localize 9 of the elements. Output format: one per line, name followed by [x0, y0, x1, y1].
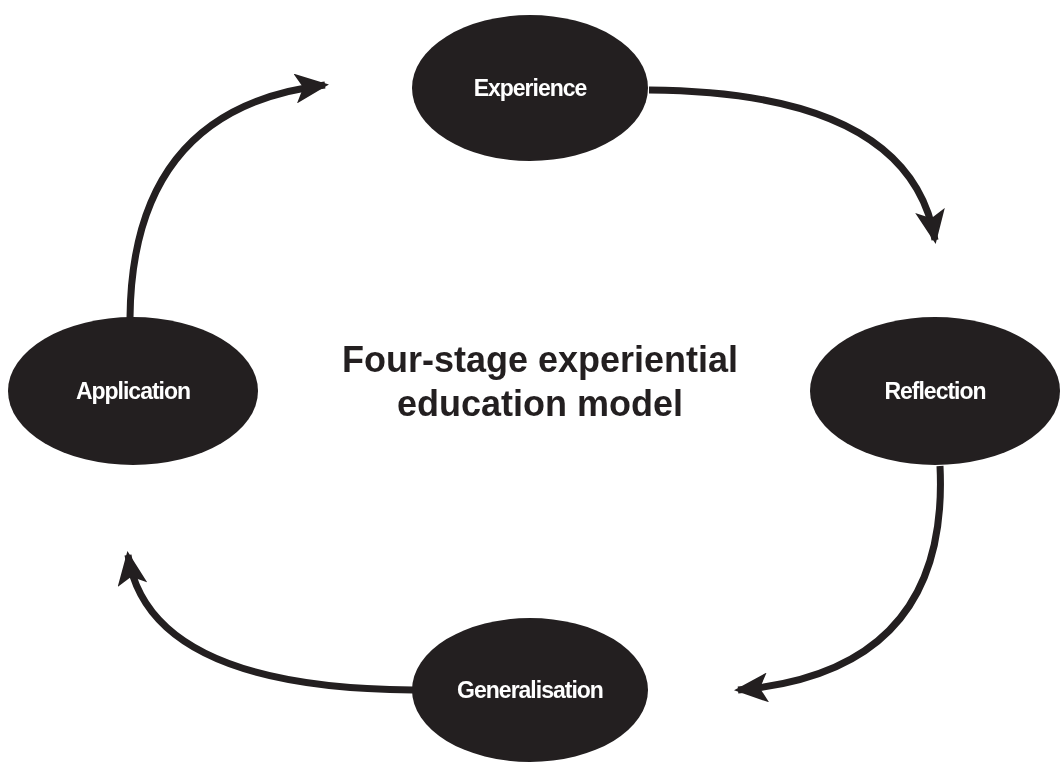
diagram-title: Four-stage experiential education model: [340, 338, 740, 426]
stage-label: Application: [75, 377, 191, 405]
stage-label: Generalisation: [457, 676, 603, 704]
stage-label: Reflection: [884, 377, 986, 405]
curved-arrow: [120, 551, 414, 694]
curved-arrow: [126, 75, 329, 319]
curved-arrow: [648, 86, 943, 244]
stage-label: Experience: [473, 74, 587, 102]
curved-arrow: [734, 466, 944, 702]
